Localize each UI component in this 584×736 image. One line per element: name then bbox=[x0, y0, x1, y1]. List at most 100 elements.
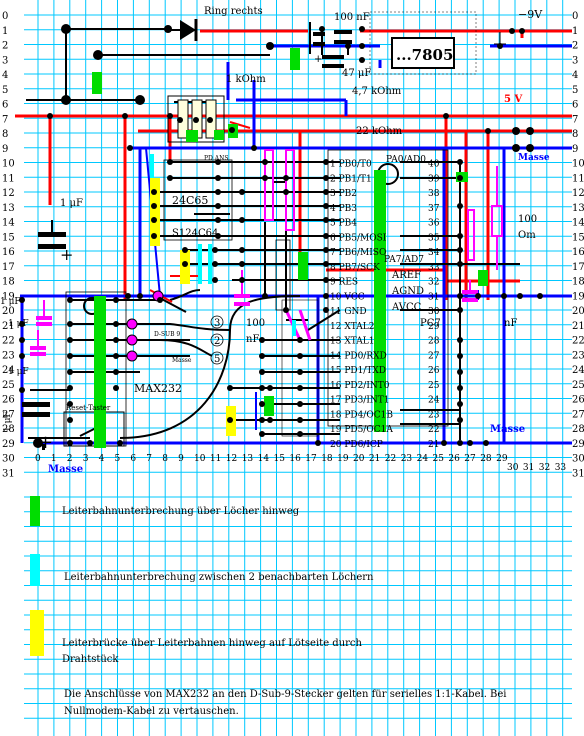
col-label: 22 bbox=[385, 454, 396, 464]
avr-pin-label: 4 PB3 bbox=[330, 204, 357, 214]
legend-swatches bbox=[30, 496, 44, 656]
pad-dot bbox=[323, 159, 329, 165]
pad-dot bbox=[483, 440, 489, 446]
pad-dot bbox=[61, 95, 71, 105]
pad-dot bbox=[526, 144, 534, 152]
row-label-right: 11 bbox=[572, 173, 584, 184]
label-4k7: 4,7 kOhm bbox=[352, 86, 402, 97]
pad-dot bbox=[157, 297, 163, 303]
col-label: 5 bbox=[115, 454, 121, 464]
pad-dot bbox=[323, 247, 329, 253]
avr-pin-label: 13 XTAL1 bbox=[330, 337, 374, 347]
pad-dot bbox=[215, 233, 221, 239]
pad-dot bbox=[19, 321, 25, 327]
pad-dot bbox=[457, 307, 463, 313]
pad-dot bbox=[283, 307, 289, 313]
pad-dot bbox=[475, 293, 481, 299]
row-label-right: 29 bbox=[572, 439, 584, 450]
pad-dot bbox=[323, 175, 329, 181]
pad-dot bbox=[501, 293, 507, 299]
label-uf-1: 1 μF bbox=[0, 297, 21, 307]
pad-dot bbox=[251, 145, 257, 151]
eeprom-chip bbox=[163, 159, 233, 241]
label-ring-rechts: Ring rechts bbox=[204, 6, 263, 17]
col-label: 11 bbox=[210, 454, 221, 464]
pad-dot bbox=[297, 417, 303, 423]
col-label: 15 bbox=[274, 454, 286, 464]
label-pin2: 2 bbox=[214, 336, 220, 347]
pad-dot bbox=[19, 297, 25, 303]
pad-dot bbox=[67, 440, 73, 446]
avr-pin-label: 39 bbox=[428, 174, 440, 184]
row-label-left: 30 bbox=[2, 454, 15, 465]
pad-dot bbox=[215, 203, 221, 209]
col-label: 12 bbox=[226, 454, 237, 464]
col-label: 26 bbox=[448, 454, 460, 464]
pad-dot bbox=[33, 438, 43, 448]
pad-dot bbox=[283, 189, 289, 195]
row-label-right: 26 bbox=[572, 395, 584, 406]
pad-dot bbox=[262, 159, 268, 165]
avr-pin-label: 16 PD2/INT0 bbox=[330, 381, 390, 391]
avr-pin-label: 31 bbox=[428, 292, 439, 302]
col-label: 9 bbox=[178, 454, 184, 464]
avr-pin-label: 36 bbox=[428, 219, 440, 229]
pad-dot bbox=[267, 385, 273, 391]
pad-dot bbox=[509, 28, 515, 34]
pad-dot bbox=[485, 128, 491, 134]
pad-dot bbox=[182, 247, 188, 253]
pad-dot bbox=[323, 217, 329, 223]
pad-dot bbox=[262, 293, 268, 299]
pad-dot bbox=[457, 417, 463, 423]
row-label-left: 18 bbox=[2, 277, 15, 288]
row-label-right: 1 bbox=[572, 26, 578, 37]
pad-dot bbox=[19, 387, 25, 393]
label-100ohm: 100 bbox=[518, 214, 537, 225]
row-label-right: 3 bbox=[572, 55, 578, 66]
col-label: 21 bbox=[369, 454, 380, 464]
row-label-left: 24 bbox=[2, 365, 15, 376]
row-label-left: 23 bbox=[2, 350, 15, 361]
avr-chip bbox=[327, 149, 449, 427]
pad-dot bbox=[267, 417, 273, 423]
label-avcc: AVCC bbox=[391, 302, 422, 313]
row-label-left: 2 bbox=[2, 41, 8, 52]
label-minus-9v: −9V bbox=[518, 8, 543, 21]
row-label-right: 7 bbox=[572, 114, 578, 125]
avr-pin-label: 33 bbox=[428, 263, 440, 273]
avr-pin-label: 8 PB7/SCK bbox=[330, 263, 380, 273]
pad-dot bbox=[297, 353, 303, 359]
pad-dot bbox=[227, 385, 233, 391]
pad-dot bbox=[457, 369, 463, 375]
row-label-right: 19 bbox=[572, 291, 584, 302]
avr-pin-label: 17 PD3/INT1 bbox=[330, 396, 390, 406]
pad-dot bbox=[297, 337, 303, 343]
row-label-right: 30 bbox=[572, 454, 584, 465]
row-label-right: 6 bbox=[572, 100, 578, 111]
label-nf-right: nF bbox=[504, 318, 517, 329]
pad-dot bbox=[113, 321, 119, 327]
col-label: 7 bbox=[146, 454, 152, 464]
label-47uf: 47 μF bbox=[342, 68, 371, 79]
row-label-left: 6 bbox=[2, 100, 8, 111]
pad-dot bbox=[262, 175, 268, 181]
label-100nf: 100 nF bbox=[334, 12, 370, 23]
pad-dot bbox=[113, 385, 119, 391]
label-dsub9: D-SUB 9 bbox=[154, 331, 180, 338]
avr-pin-label: 6 PB5/MOSI bbox=[330, 233, 387, 243]
pad-dot bbox=[457, 247, 463, 253]
avr-pin-label: 7 PB6/MISO bbox=[330, 248, 386, 258]
pad-dot bbox=[67, 321, 73, 327]
row-label-left: 31 bbox=[2, 468, 15, 479]
pad-dot bbox=[215, 175, 221, 181]
pad-dot bbox=[177, 117, 183, 123]
label-masse-mid: Masse bbox=[172, 357, 192, 364]
col-label: 23 bbox=[401, 454, 413, 464]
pad-dot bbox=[323, 233, 329, 239]
avr-pin-label: 18 PD4/OC1B bbox=[330, 410, 393, 420]
legend-green-swatch bbox=[30, 496, 40, 526]
pad-dot bbox=[259, 337, 265, 343]
diode-symbol bbox=[180, 20, 196, 40]
